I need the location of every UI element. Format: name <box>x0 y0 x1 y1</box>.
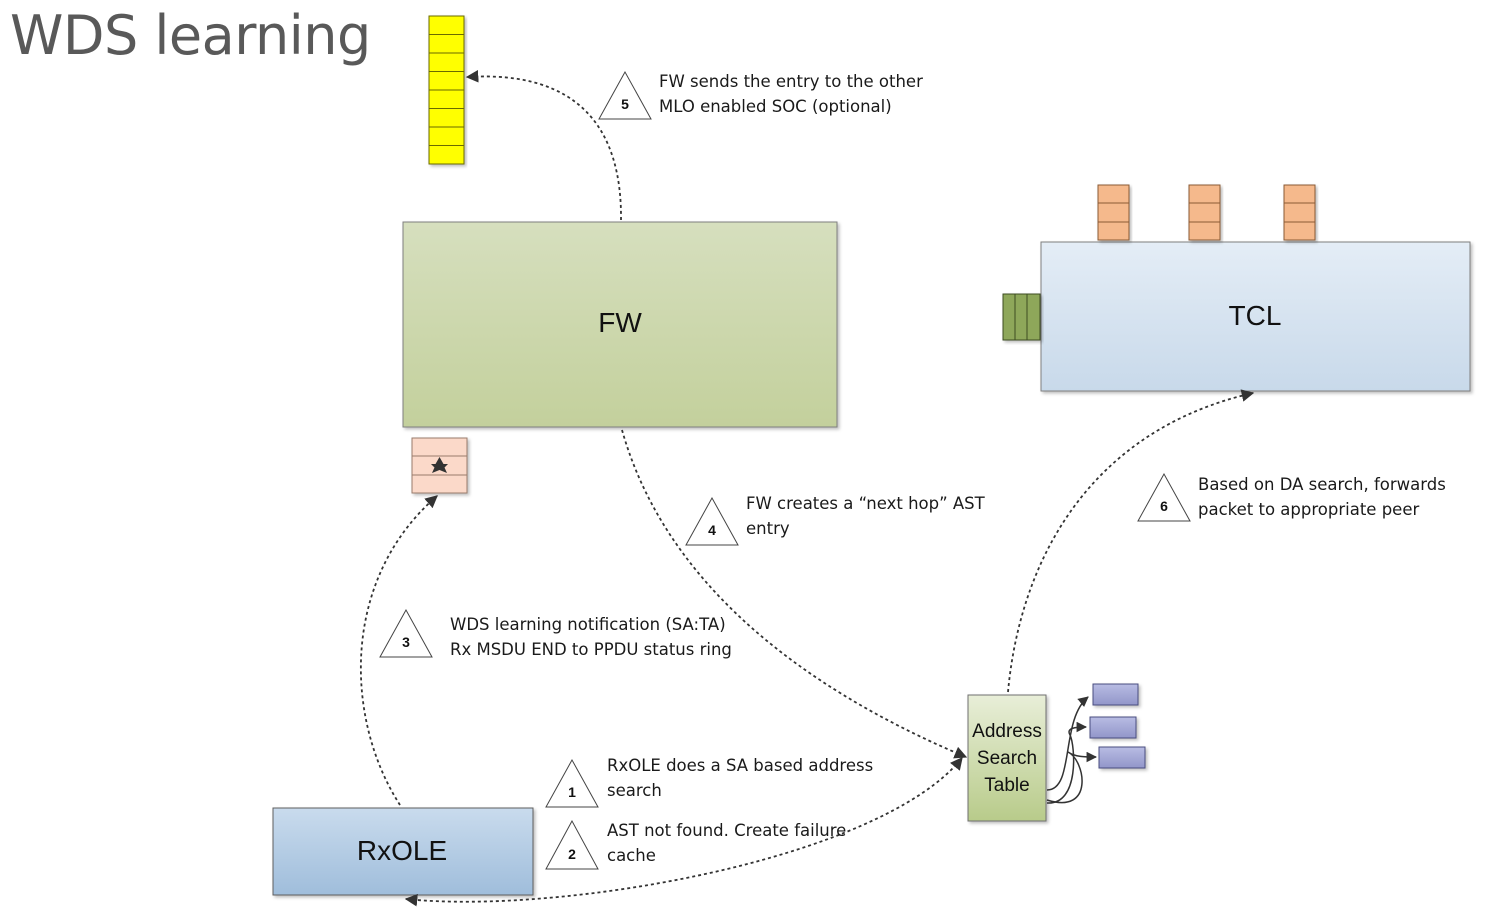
step-2-triangle: 2 <box>545 819 599 870</box>
step-4-triangle: 4 <box>685 496 739 546</box>
arrow-fw-to-ast <box>621 429 968 759</box>
step-5-triangle: 5 <box>598 70 652 120</box>
arrow-rxole-to-ast <box>404 757 963 907</box>
arrow-fw-to-yellow-ring <box>465 70 622 221</box>
star-icon <box>431 457 448 473</box>
step-5-number: 5 <box>621 96 629 112</box>
address-search-table: Address Search Table <box>967 694 1047 822</box>
ast-label-line1: Address <box>972 721 1042 742</box>
tcl-label: TCL <box>1229 300 1282 331</box>
arrow-ast-to-tcl <box>1007 389 1255 693</box>
step-1-note: RxOLE does a SA based address search <box>607 753 873 803</box>
step-6-line-2: packet to appropriate peer <box>1198 500 1420 519</box>
status-ring-buffer <box>411 437 468 494</box>
tcl-green-ring <box>1002 293 1041 341</box>
step-5-line-2: MLO enabled SOC (optional) <box>659 97 892 116</box>
page-title: WDS learning <box>10 4 371 67</box>
step-6-triangle: 6 <box>1137 472 1191 522</box>
tcl-orange-ring-2 <box>1188 184 1221 241</box>
step-3-number: 3 <box>402 634 410 650</box>
rxole-block: RxOLE <box>272 807 534 896</box>
ast-entry-2 <box>1089 716 1137 739</box>
step-triangles: 1 2 3 4 5 6 <box>379 70 1191 870</box>
step-1-number: 1 <box>568 784 576 800</box>
yellow-ring-buffer <box>428 15 465 165</box>
fw-label: FW <box>598 307 642 338</box>
step-2-number: 2 <box>568 846 576 862</box>
step-3-note: WDS learning notification (SA:TA) Rx MSD… <box>450 612 732 662</box>
step-4-line-2: entry <box>746 519 790 538</box>
tcl-orange-ring-3 <box>1283 184 1316 241</box>
step-3-line-1: WDS learning notification (SA:TA) <box>450 615 726 634</box>
ast-label-line2: Search <box>977 748 1037 769</box>
ast-entry-3 <box>1098 746 1146 769</box>
step-1-line-2: search <box>607 781 662 800</box>
ast-chain-arrows <box>1046 696 1098 804</box>
step-2-line-2: cache <box>607 846 656 865</box>
rxole-label: RxOLE <box>357 835 447 866</box>
step-1-line-1: RxOLE does a SA based address <box>607 756 874 775</box>
tcl-block: TCL <box>1040 241 1471 392</box>
step-6-line-1: Based on DA search, forwards <box>1198 475 1446 494</box>
step-4-line-1: FW creates a “next hop” AST <box>746 494 985 513</box>
ast-entries <box>1089 683 1146 769</box>
step-6-note: Based on DA search, forwards packet to a… <box>1198 472 1446 522</box>
ast-label-line3: Table <box>984 775 1029 796</box>
step-2-note: AST not found. Create failure cache <box>607 818 846 868</box>
fw-block: FW <box>402 221 838 428</box>
step-4-number: 4 <box>708 522 716 538</box>
step-2-line-1: AST not found. Create failure <box>607 821 847 840</box>
step-1-triangle: 1 <box>545 758 599 808</box>
step-3-line-2: Rx MSDU END to PPDU status ring <box>450 640 732 659</box>
ast-entry-1 <box>1092 683 1139 706</box>
step-6-number: 6 <box>1160 498 1168 514</box>
step-3-triangle: 3 <box>379 608 433 658</box>
step-5-note: FW sends the entry to the other MLO enab… <box>659 69 923 119</box>
flow-arrows <box>359 70 1255 907</box>
arrow-rxole-to-status-ring <box>359 495 438 806</box>
tcl-orange-ring-1 <box>1097 184 1130 241</box>
step-4-note: FW creates a “next hop” AST entry <box>746 491 985 541</box>
step-5-line-1: FW sends the entry to the other <box>659 72 923 91</box>
